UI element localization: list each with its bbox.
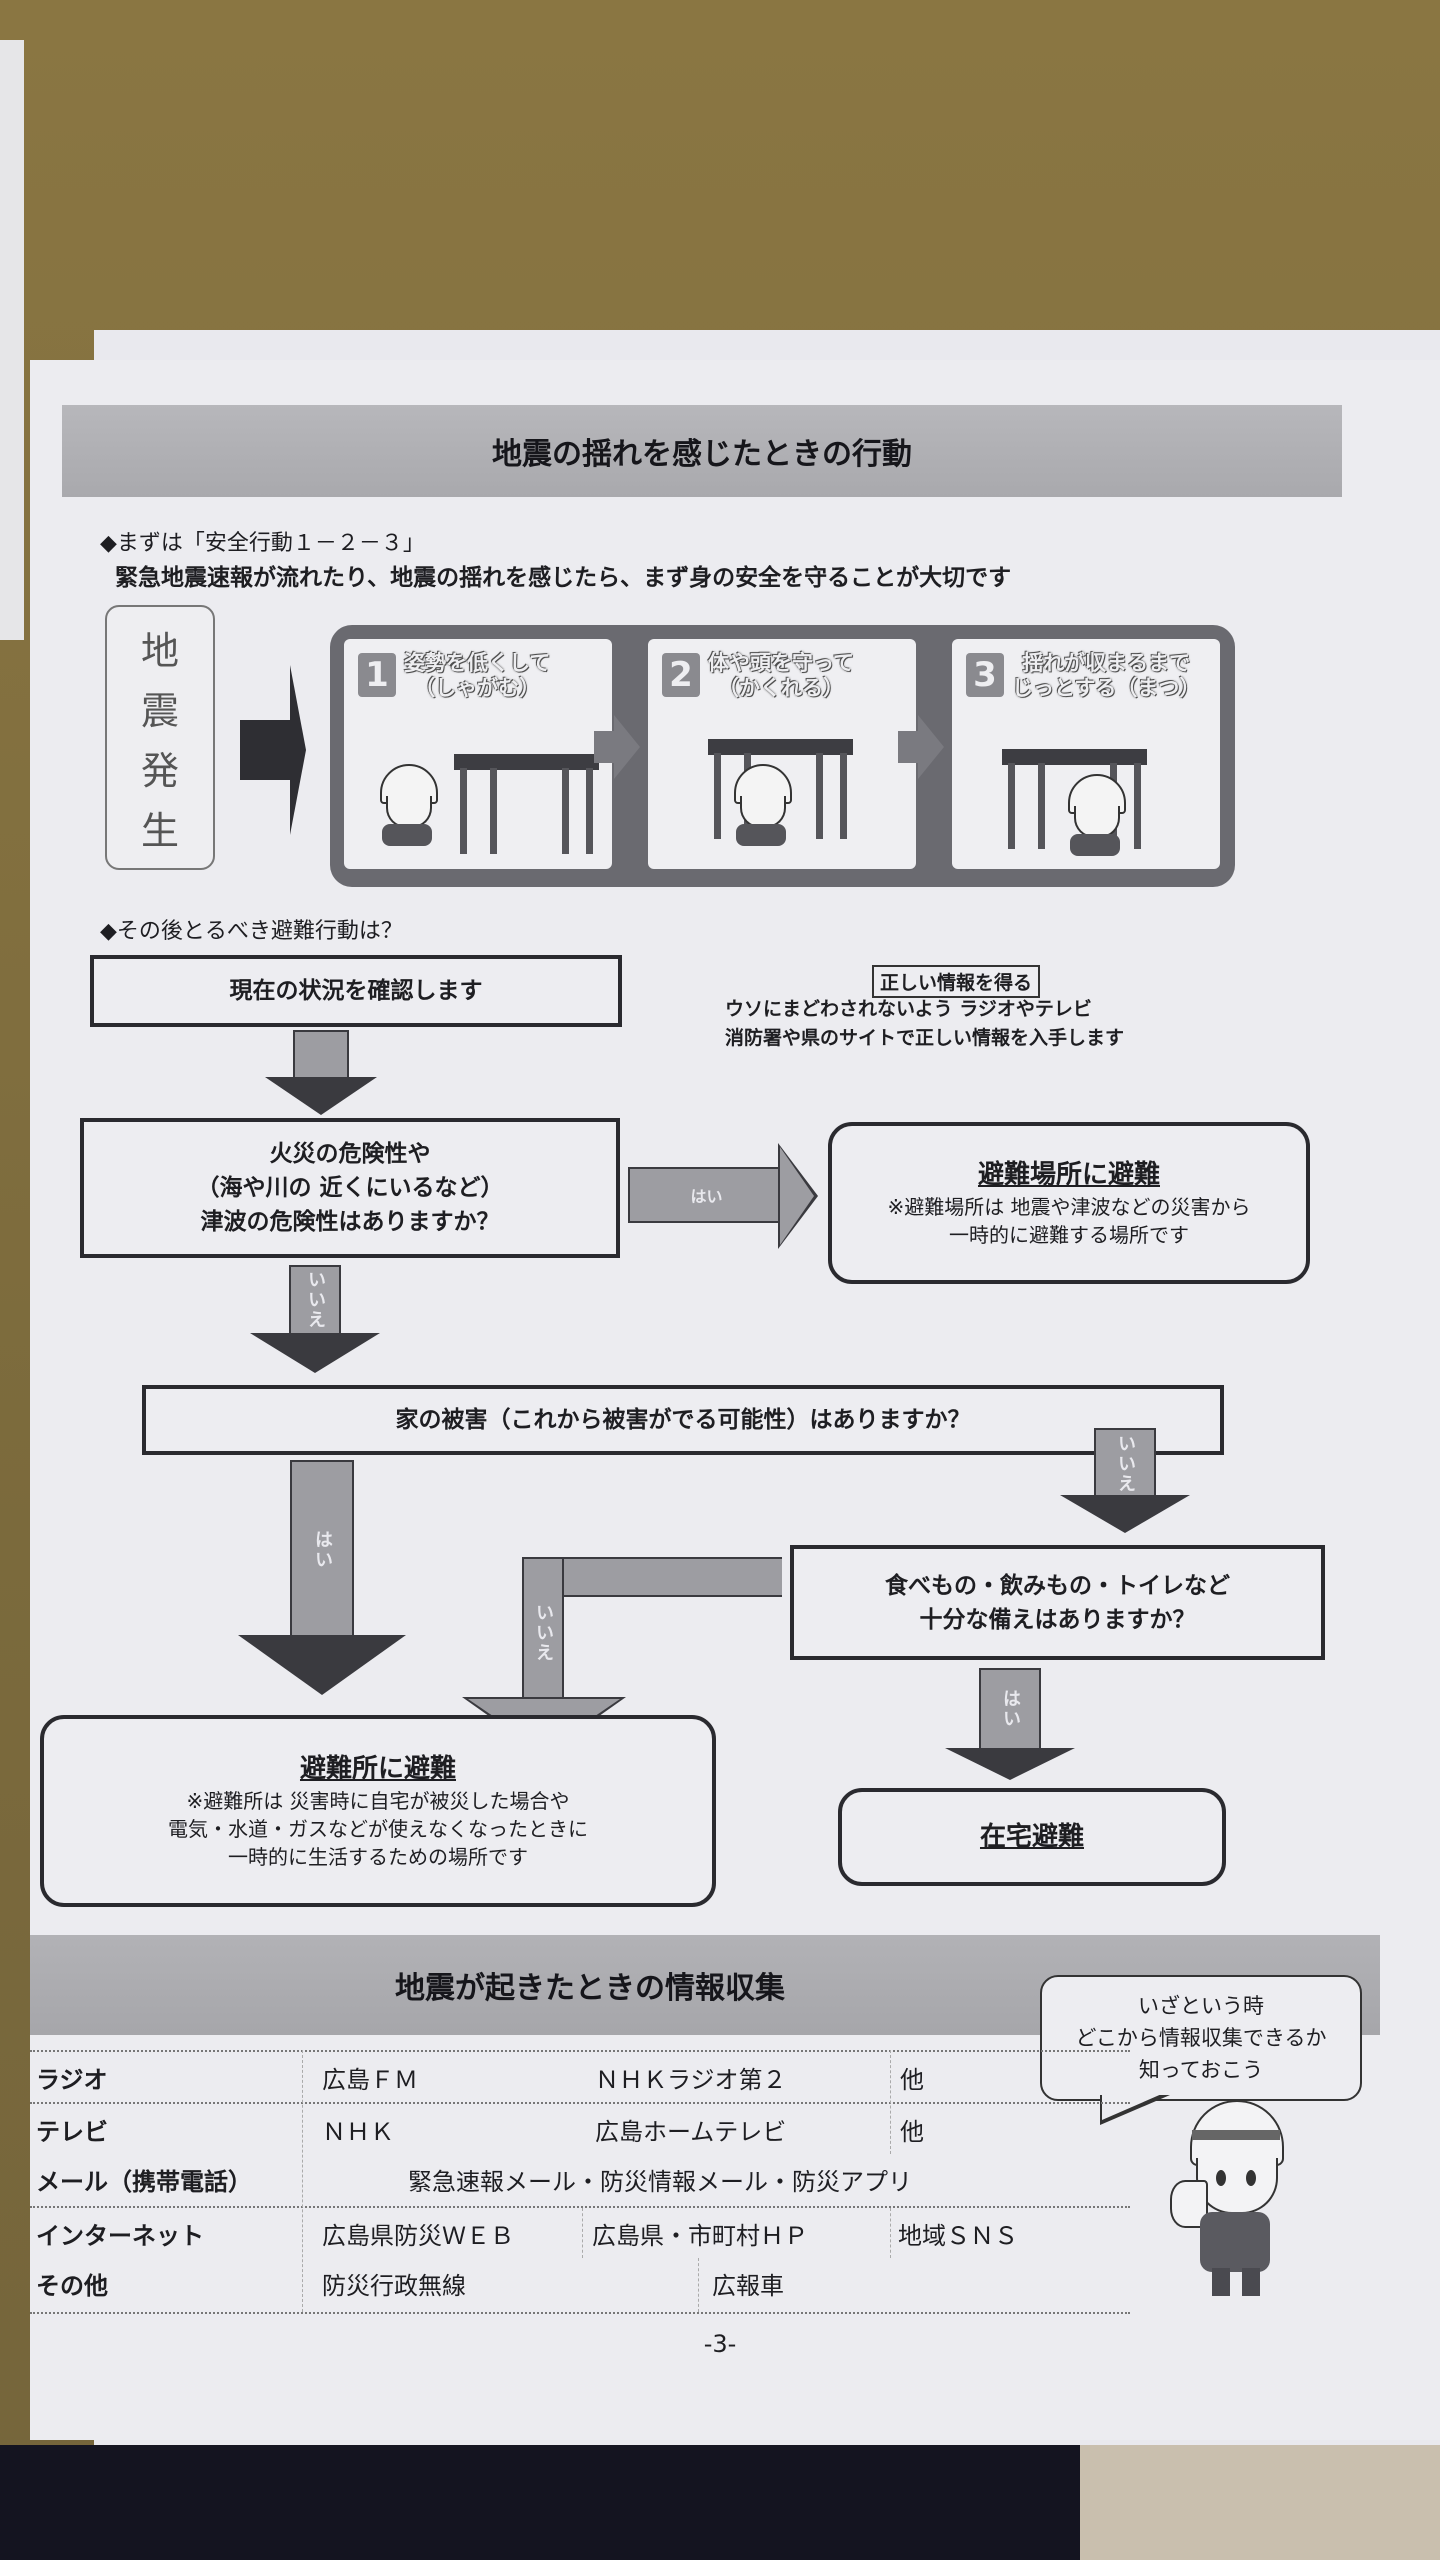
safety-steps-panel: 1 姿勢を低くして（しゃがむ） 2 体や頭を守って（かくれる） 3 揺れが収まる… <box>330 625 1235 887</box>
speech-bubble: いざという時 どこから情報収集できるか 知っておこう <box>1040 1975 1362 2101</box>
step-arrow-icon <box>898 715 944 779</box>
speech-bubble-tail <box>1100 2093 1170 2125</box>
floor <box>1080 2445 1440 2560</box>
confirm-situation-box: 現在の状況を確認します <box>90 955 622 1027</box>
row-label: メール（携帯電話） <box>36 2168 252 2196</box>
section-title: 地震の揺れを感じたときの行動 <box>492 437 912 472</box>
evacuation-heading: ◆その後とるべき避難行動は？ <box>100 919 403 944</box>
arrow-down-icon <box>265 1030 377 1115</box>
yes-label: はい <box>690 1187 723 1206</box>
table-cell: 地域ＳＮＳ <box>898 2222 1018 2250</box>
shelter-title: 避難所に避難 <box>299 1754 456 1784</box>
table-cell: 防災行政無線 <box>322 2272 466 2300</box>
table-cell: 広報車 <box>712 2272 784 2300</box>
table-cell: 広島県・市町村ＨＰ <box>592 2222 808 2250</box>
safety-text: 緊急地震速報が流れたり、地震の揺れを感じたら、まず身の安全を守ることが大切です <box>115 565 1012 591</box>
safety-heading: ◆まずは「安全行動１－２－３」 <box>100 531 425 556</box>
house-damage-question-box: 家の被害（これから被害がでる可能性）はありますか？ <box>142 1385 1224 1455</box>
table-cell: ＮＨＫ <box>322 2118 394 2146</box>
trigger-char: 生 <box>140 809 179 854</box>
step-3: 3 揺れが収まるまでじっとする（まつ） <box>952 639 1220 869</box>
yes-label: はい <box>1000 1689 1021 1729</box>
hiding-person-illustration <box>728 764 794 846</box>
step-2: 2 体や頭を守って（かくれる） <box>648 639 916 869</box>
step-number: 1 <box>358 653 396 697</box>
table-row: ラジオ 広島ＦＭ ＮＨＫラジオ第２ 他 <box>30 2052 1130 2102</box>
row-label: テレビ <box>36 2118 108 2146</box>
table-cell: 広島ＦＭ <box>322 2066 418 2094</box>
step-text: 体や頭を守って（かくれる） <box>708 651 854 700</box>
correct-info-label: 正しい情報を得る <box>872 965 1041 998</box>
step-number: 2 <box>662 653 700 697</box>
table-row: インターネット 広島県防災ＷＥＢ 広島県・市町村ＨＰ 地域ＳＮＳ <box>30 2208 1130 2258</box>
desk-illustration <box>454 754 599 854</box>
yes-arrow-right: はい <box>628 1143 818 1249</box>
waiting-person-illustration <box>1062 774 1128 856</box>
yes-label: はい <box>312 1530 333 1570</box>
crouching-person-illustration <box>374 764 440 846</box>
no-label: いいえ <box>1115 1434 1136 1494</box>
no-arrow-down: いいえ <box>250 1265 380 1373</box>
correct-info-text: ウソにまどわされないよう ラジオやテレビ消防署や県のサイトで正しい情報を入手しま… <box>725 998 1125 1049</box>
step-1: 1 姿勢を低くして（しゃがむ） <box>344 639 612 869</box>
supplies-question-box: 食べもの・飲みもの・トイレなど 十分な備えはありますか？ <box>790 1545 1325 1660</box>
no-label: いいえ <box>305 1270 326 1330</box>
table-cell: 他 <box>900 2066 924 2094</box>
mascot-firefighter-icon <box>1170 2100 1290 2300</box>
trigger-char: 震 <box>140 688 179 733</box>
trigger-char: 発 <box>140 749 179 794</box>
step-text: 姿勢を低くして（しゃがむ） <box>404 651 551 700</box>
table-cell: ＮＨＫラジオ第２ <box>595 2066 787 2094</box>
table-row: メール（携帯電話） 緊急速報メール・防災情報メール・防災アプリ <box>30 2154 1130 2204</box>
table-row: その他 防災行政無線 広報車 <box>30 2258 1130 2308</box>
megaphone-icon <box>1170 2180 1208 2228</box>
row-label: インターネット <box>36 2222 204 2250</box>
yes-arrow-down: はい <box>238 1460 406 1695</box>
row-label: その他 <box>36 2272 108 2300</box>
table-cell: 広島ホームテレビ <box>595 2118 787 2146</box>
paper-stack-edge <box>0 40 24 640</box>
table-row: テレビ ＮＨＫ 広島ホームテレビ 他 <box>30 2104 1130 2154</box>
stay-home-title: 在宅避難 <box>979 1822 1084 1852</box>
table-cell: 緊急速報メール・防災情報メール・防災アプリ <box>408 2168 912 2196</box>
yes-arrow-down: はい <box>945 1668 1075 1780</box>
step-arrow-icon <box>594 715 640 779</box>
step-number: 3 <box>966 653 1004 697</box>
table-cell: 広島県防災ＷＥＢ <box>322 2222 514 2250</box>
stay-home-box: 在宅避難 <box>838 1788 1226 1886</box>
earthquake-occurs-box: 地 震 発 生 <box>105 605 215 870</box>
shelter-box: 避難所に避難 ※避難所は 災害時に自宅が被災した場合や 電気・水道・ガスなどが使… <box>40 1715 716 1907</box>
evacuation-site-title: 避難場所に避難 <box>977 1160 1160 1190</box>
trigger-char: 地 <box>140 628 179 673</box>
row-label: ラジオ <box>36 2066 108 2094</box>
section-banner-actions: 地震の揺れを感じたときの行動 <box>62 405 1342 497</box>
no-arrow-down: いいえ <box>1060 1428 1190 1533</box>
section-title: 地震が起きたときの情報収集 <box>395 1971 785 2006</box>
table-cell: 他 <box>900 2118 924 2146</box>
no-label: いいえ <box>533 1603 554 1663</box>
fire-tsunami-question-box: 火災の危険性や （海や川の 近くにいるなど） 津波の危険性はありますか？ <box>80 1118 620 1258</box>
evacuation-site-box: 避難場所に避難 ※避難場所は 地震や津波などの災害から 一時的に避難する場所です <box>828 1122 1310 1284</box>
dark-fabric <box>0 2445 1080 2560</box>
step-text: 揺れが収まるまでじっとする（まつ） <box>1012 651 1201 700</box>
page-number: -3- <box>703 2330 737 2358</box>
confirm-text: 現在の状況を確認します <box>229 978 483 1004</box>
